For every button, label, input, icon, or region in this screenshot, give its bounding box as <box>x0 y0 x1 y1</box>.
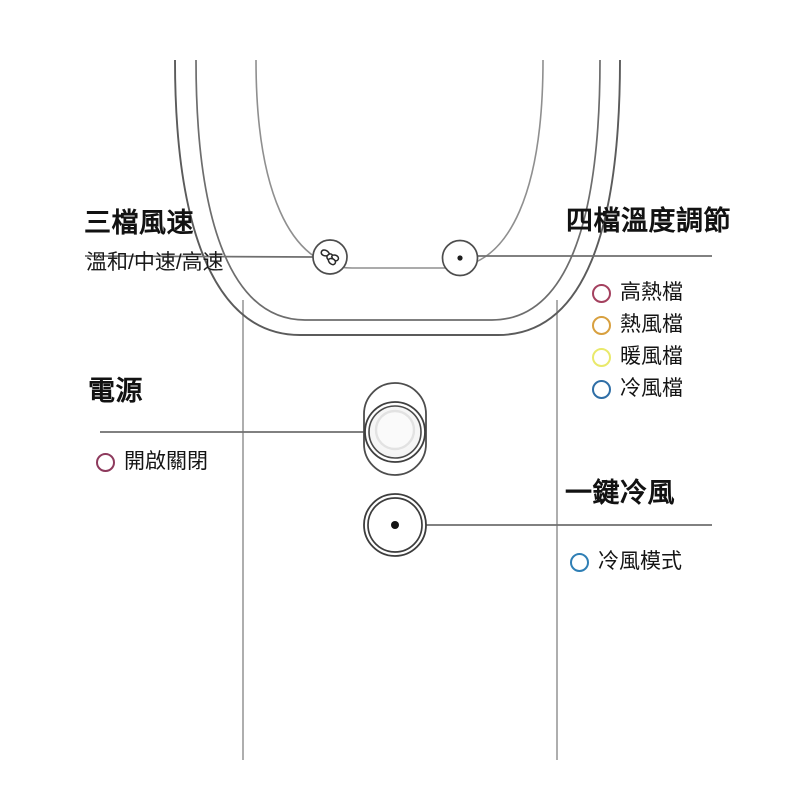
handle-outline <box>242 300 558 760</box>
legend-item-hot-air: 熱風檔 <box>592 313 683 337</box>
cool-air-button[interactable] <box>363 493 427 557</box>
power-title: 電源 <box>88 376 143 406</box>
ring-icon-cool-mode <box>570 552 589 572</box>
ring-icon-hot-air <box>592 315 611 335</box>
leader-lines <box>84 255 712 526</box>
cool-air-title: 一鍵冷風 <box>565 478 675 508</box>
callout-cool-air: 一鍵冷風 <box>565 478 675 508</box>
ring-icon-power-toggle <box>96 452 115 472</box>
ring-icon-warm-air <box>592 347 611 367</box>
legend-label-hot-air: 熱風檔 <box>620 313 683 336</box>
fan-speed-button[interactable] <box>312 239 348 275</box>
body-outline <box>174 59 621 336</box>
legend-item-cool-air: 冷風檔 <box>592 377 683 401</box>
power-legend: 開啟關閉 <box>96 450 208 482</box>
callout-power: 電源 <box>88 376 143 406</box>
temperature-legend: 高熱檔 熱風檔 暖風檔 冷風檔 <box>592 281 683 409</box>
legend-label-power-toggle: 開啟關閉 <box>124 450 208 473</box>
cool-air-dot-icon <box>391 521 399 529</box>
cool-air-legend: 冷風模式 <box>570 550 682 582</box>
ring-icon-high-heat <box>592 283 611 303</box>
fan-speed-title: 三檔風速 <box>84 208 194 238</box>
dot-button-icon <box>457 255 463 261</box>
legend-label-warm-air: 暖風檔 <box>620 345 683 368</box>
power-button-inner <box>374 409 416 451</box>
legend-label-cool-mode: 冷風模式 <box>598 550 682 573</box>
legend-item-warm-air: 暖風檔 <box>592 345 683 369</box>
temperature-button[interactable] <box>441 239 479 277</box>
temperature-title: 四檔溫度調節 <box>566 206 731 236</box>
fan-speed-subtitle: 溫和/中速/高速 <box>86 251 224 274</box>
legend-label-high-heat: 高熱檔 <box>620 281 683 304</box>
callout-temperature: 四檔溫度調節 <box>566 206 731 236</box>
legend-item-cool-mode: 冷風模式 <box>570 550 682 574</box>
power-button[interactable] <box>363 382 427 476</box>
legend-item-high-heat: 高熱檔 <box>592 281 683 305</box>
fan-icon <box>320 249 340 266</box>
legend-item-power-toggle: 開啟關閉 <box>96 450 208 474</box>
legend-label-cool-air: 冷風檔 <box>620 377 683 400</box>
ring-icon-cool-air <box>592 379 611 399</box>
callout-fan-speed: 三檔風速 溫和/中速/高速 <box>84 208 224 275</box>
